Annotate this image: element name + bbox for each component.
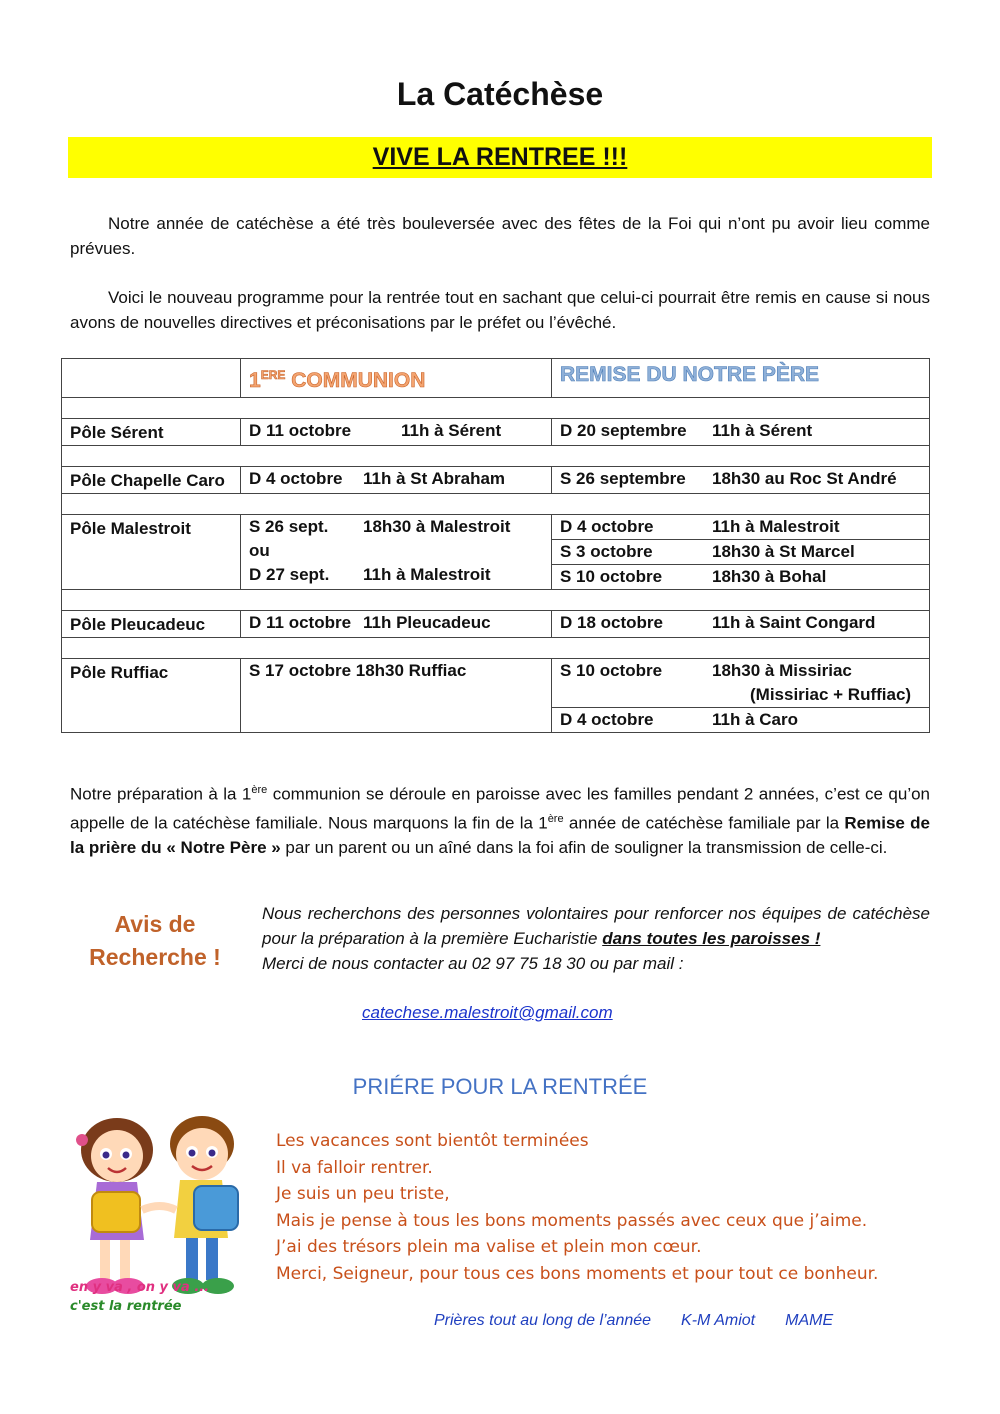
schedule-table: 1ERE COMMUNION REMISE DU NOTRE PÈRE Pôle… (61, 358, 930, 733)
spacer-row (61, 445, 930, 467)
recherche-text: Nous recherchons des personnes volontair… (262, 904, 930, 973)
priere-title: PRIÉRE POUR LA RENTRÉE (352, 1074, 648, 1099)
page-title: La Catéchèse (396, 76, 604, 112)
email-link[interactable]: catechese.malestroit@gmail.com (362, 1003, 613, 1022)
table-row: Pôle Ruffiac S 17 octobre 18h30 Ruffiac … (61, 658, 930, 733)
priere-poem: Les vacances sont bientôt terminées Il v… (276, 1131, 879, 1284)
intro-paragraph-1: Notre année de catéchèse a été très boul… (70, 214, 930, 258)
banner-text: VIVE LA RENTREE !!! (372, 143, 628, 171)
header-communion: 1ERE COMMUNION (240, 358, 552, 398)
table-row: Pôle Malestroit S 26 sept.18h30 à Malest… (61, 514, 930, 590)
header-empty (61, 358, 241, 398)
banner: VIVE LA RENTREE !!! (68, 137, 932, 178)
header-notre-pere: REMISE DU NOTRE PÈRE (551, 358, 930, 398)
children-backpack-illustration (76, 1116, 239, 1294)
illustration-caption: en y va , on y va ... c'est la rentrée (70, 1280, 210, 1314)
intro-paragraph-2: Voici le nouveau programme pour la rentr… (70, 288, 930, 332)
spacer-row (61, 637, 930, 659)
spacer-row (61, 493, 930, 515)
spacer-row (61, 397, 930, 419)
table-header-row: 1ERE COMMUNION REMISE DU NOTRE PÈRE (61, 358, 930, 398)
preparation-paragraph: Notre préparation à la 1ère communion se… (70, 784, 931, 858)
spacer-row (61, 589, 930, 611)
